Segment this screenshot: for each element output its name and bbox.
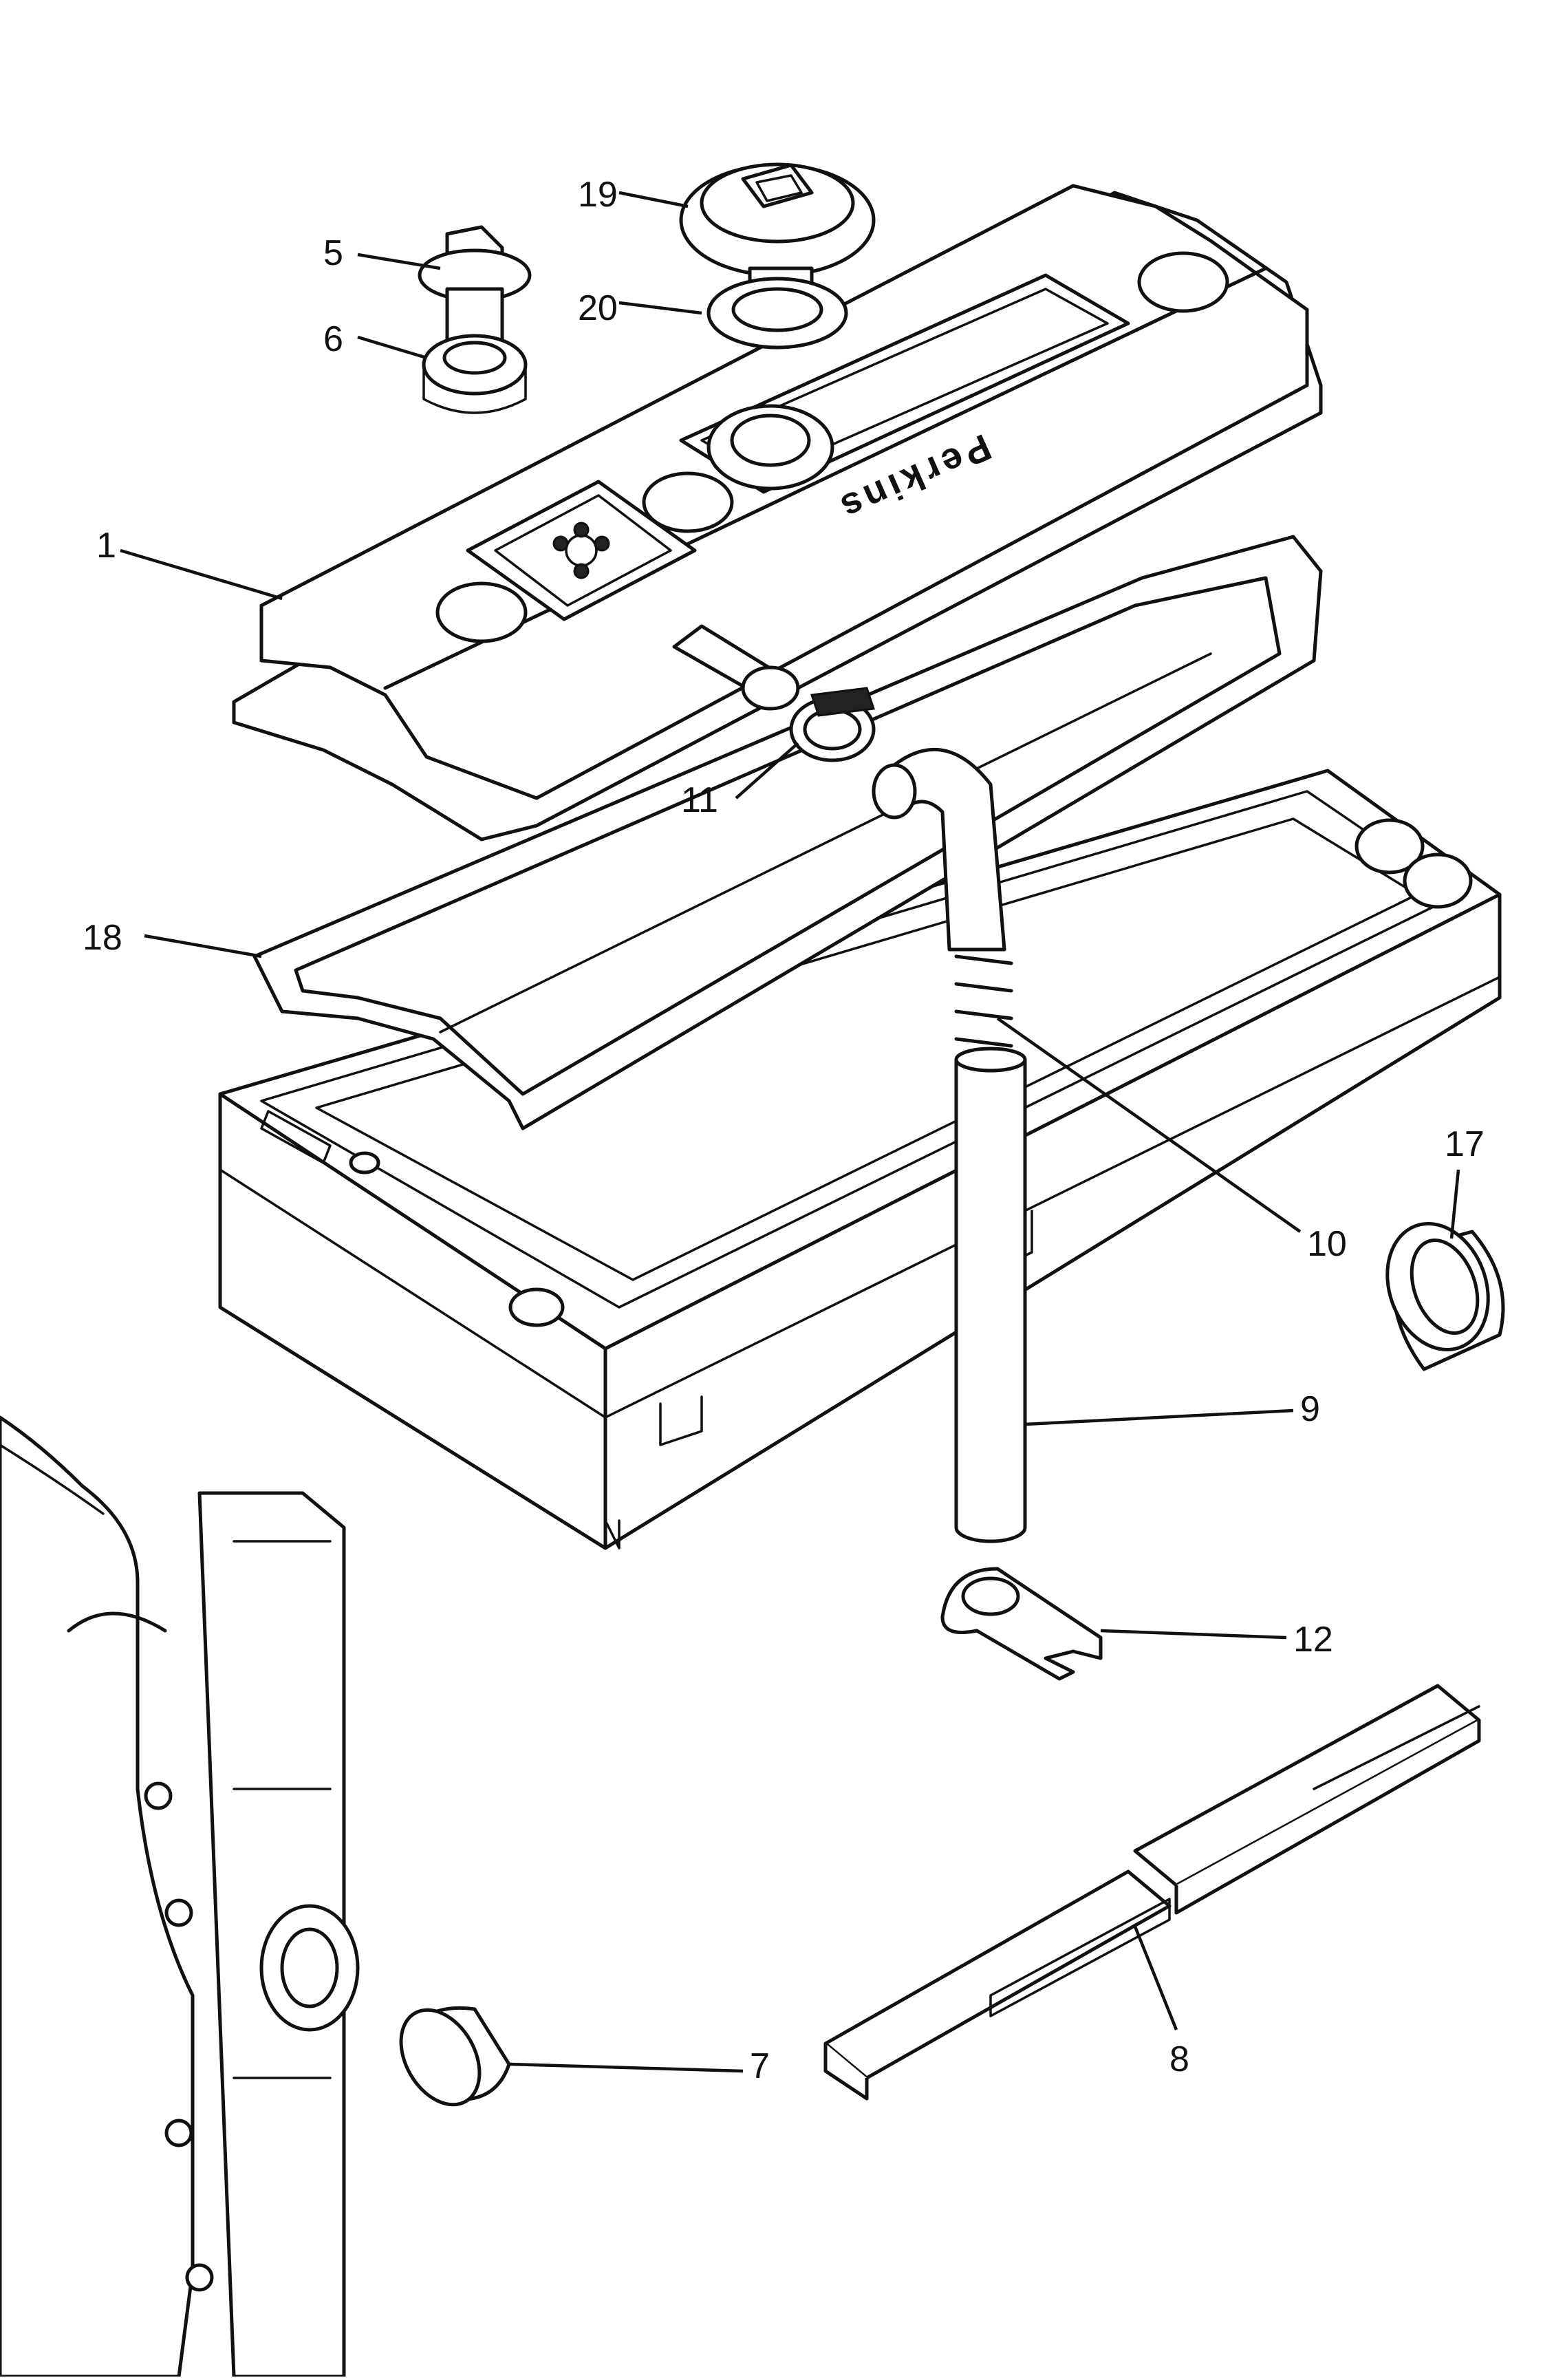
callout-6: 6 [323, 319, 343, 359]
callout-19: 19 [578, 175, 618, 215]
rocker-cover-1: Perkins [232, 184, 1323, 841]
leader-lines [120, 191, 1460, 2073]
gasket-18 [252, 535, 1323, 1130]
plug-17 [1385, 1221, 1505, 1371]
callout-9: 9 [1300, 1389, 1320, 1429]
callout-12: 12 [1293, 1620, 1333, 1660]
seal-6 [422, 334, 528, 414]
breather-pipe-9 [954, 1047, 1027, 1543]
callout-11: 11 [681, 780, 718, 820]
seal-20 [706, 277, 848, 350]
callout-17: 17 [1445, 1124, 1485, 1164]
callout-10: 10 [1307, 1224, 1347, 1264]
callouts: 1 5 6 7 8 9 10 11 12 17 18 19 20 [83, 175, 1485, 2086]
callout-1: 1 [96, 526, 116, 566]
callout-18: 18 [83, 918, 122, 958]
hose-clip-11 [789, 687, 876, 762]
callout-8: 8 [1169, 2039, 1189, 2079]
filler-cap-19 [679, 162, 876, 291]
hose-10 [872, 748, 1013, 1048]
callout-7: 7 [750, 2046, 770, 2086]
cover-strip-8 [823, 1684, 1481, 2101]
callout-5: 5 [323, 233, 343, 273]
plug-7 [399, 2006, 511, 2107]
bracket-12 [940, 1567, 1103, 1681]
callout-20: 20 [578, 288, 618, 328]
timing-case [0, 1415, 360, 2379]
